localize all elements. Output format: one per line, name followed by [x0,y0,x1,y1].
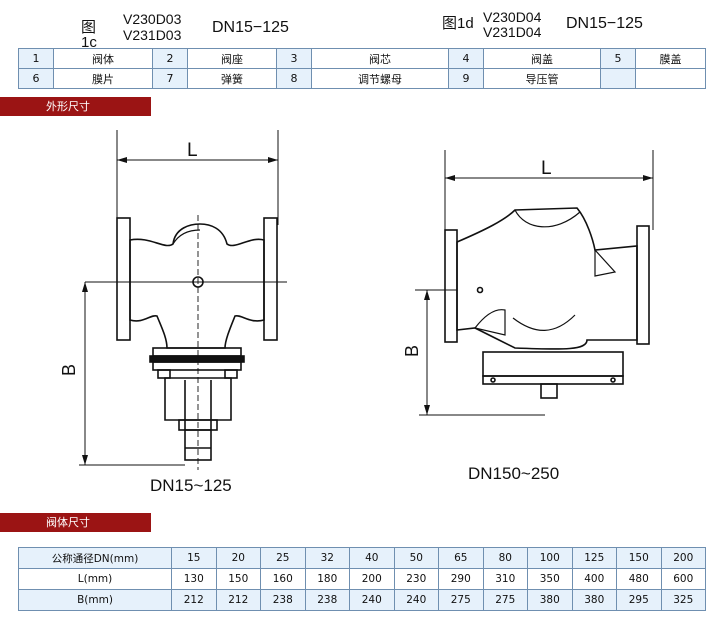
part-name: 导压管 [483,68,601,89]
dims-cell: 200 [660,547,706,569]
part-number: 8 [276,68,312,89]
figure-right-model2: V231D04 [483,24,542,40]
dims-header-l: L(mm) [18,568,172,590]
parts-row: 6 膜片 7 弹簧 8 调节螺母 9 导压管 [18,68,706,89]
dims-cell: 160 [260,568,306,590]
dim-label-l: L [187,140,198,161]
part-name: 阀体 [53,48,153,69]
dims-cell: 325 [660,589,706,611]
section-outline-bar: 外形尺寸 [0,97,151,116]
section-body-dims-bar: 阀体尺寸 [0,513,151,532]
dims-cell: 295 [616,589,662,611]
dims-cell: 200 [349,568,395,590]
dims-cell: 212 [171,589,217,611]
dim-label-l-right: L [541,158,552,179]
dims-cell: 15 [171,547,217,569]
dims-cell: 238 [260,589,306,611]
figure-right-dn: DN15−125 [566,15,643,32]
part-name: 弹簧 [187,68,277,89]
dims-cell: 310 [482,568,528,590]
dims-cell: 65 [438,547,484,569]
part-number: 2 [152,48,188,69]
figure-left-model1: V230D03 [123,11,182,27]
valve-drawing-small: L B [59,130,287,470]
dims-header-dn: 公称通径DN(mm) [18,547,172,569]
part-name: 阀芯 [311,48,449,69]
dims-header-b: B(mm) [18,589,172,611]
dims-cell: 380 [527,589,573,611]
dims-row-dn: 公称通径DN(mm) 15 20 25 32 40 50 65 80 100 1… [18,547,706,569]
dims-row-b: B(mm) 212 212 238 238 240 240 275 275 38… [18,589,706,611]
figure-left-tag: 图1c [81,19,97,51]
parts-table: 1 阀体 2 阀座 3 阀芯 4 阀盖 5 膜盖 6 膜片 7 弹簧 8 调节螺… [18,48,706,89]
dims-row-l: L(mm) 130 150 160 180 200 230 290 310 35… [18,568,706,590]
dims-cell: 20 [215,547,261,569]
figure-right-model1: V230D04 [483,9,542,25]
dims-cell: 150 [616,547,662,569]
part-name: 调节螺母 [311,68,449,89]
dim-label-b-right: B [405,345,422,357]
dim-label-b: B [59,364,79,376]
dims-cell: 400 [571,568,617,590]
dims-cell: 125 [571,547,617,569]
dims-cell: 238 [304,589,350,611]
part-number: 7 [152,68,188,89]
figure-left-model2: V231D03 [123,27,182,43]
dims-cell: 350 [527,568,573,590]
dims-cell: 290 [438,568,484,590]
part-name-empty [635,68,706,89]
part-number: 6 [18,68,54,89]
part-number: 4 [448,48,484,69]
dims-cell: 180 [304,568,350,590]
part-number: 5 [600,48,636,69]
part-number: 3 [276,48,312,69]
dims-cell: 25 [260,547,306,569]
figure-left-dn: DN15−125 [212,19,289,36]
dims-cell: 100 [527,547,573,569]
dims-cell: 80 [482,547,528,569]
dims-cell: 240 [393,589,439,611]
figure-right-tag: 图1d [442,15,474,32]
part-number: 9 [448,68,484,89]
part-name: 阀盖 [483,48,601,69]
dims-cell: 50 [393,547,439,569]
dims-cell: 150 [215,568,261,590]
dims-cell: 600 [660,568,706,590]
part-name: 阀座 [187,48,277,69]
caption-right: DN150~250 [468,464,560,483]
dims-cell: 32 [304,547,350,569]
dims-cell: 275 [482,589,528,611]
dims-cell: 230 [393,568,439,590]
part-name: 膜片 [53,68,153,89]
dims-cell: 380 [571,589,617,611]
dimensions-table: 公称通径DN(mm) 15 20 25 32 40 50 65 80 100 1… [18,547,706,611]
parts-row: 1 阀体 2 阀座 3 阀芯 4 阀盖 5 膜盖 [18,48,706,69]
dims-cell: 275 [438,589,484,611]
dims-cell: 480 [616,568,662,590]
dims-cell: 40 [349,547,395,569]
caption-left: DN15~125 [150,476,232,495]
part-number-empty [600,68,636,89]
part-number: 1 [18,48,54,69]
part-name: 膜盖 [635,48,706,69]
dims-cell: 212 [215,589,261,611]
valve-drawing-large: L B [405,150,654,416]
dims-cell: 240 [349,589,395,611]
dims-cell: 130 [171,568,217,590]
